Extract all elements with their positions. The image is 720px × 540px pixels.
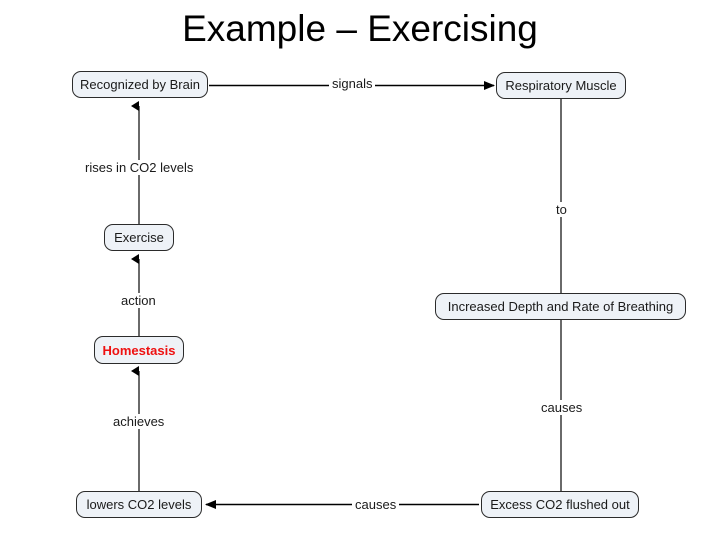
edge-label-to: to xyxy=(553,202,570,217)
node-recognized-by-brain[interactable]: Recognized by Brain xyxy=(72,71,208,98)
node-label: Homestasis xyxy=(102,342,176,358)
edge-label-causes-breathing: causes xyxy=(538,400,586,415)
edge-label-action: action xyxy=(118,293,159,308)
edge-label-signals: signals xyxy=(329,76,376,91)
edge-label-causes-lowers: causes xyxy=(352,497,400,512)
node-label: Increased Depth and Rate of Breathing xyxy=(447,299,674,314)
edge-label-rises-in-co2-levels: rises in CO2 levels xyxy=(82,160,197,175)
node-exercise[interactable]: Exercise xyxy=(104,224,174,251)
node-respiratory-muscle[interactable]: Respiratory Muscle xyxy=(496,72,626,99)
node-label: lowers CO2 levels xyxy=(86,497,192,512)
node-label: Exercise xyxy=(114,230,164,245)
node-label: Respiratory Muscle xyxy=(505,78,617,93)
node-lowers-co2-levels[interactable]: lowers CO2 levels xyxy=(76,491,202,518)
node-increased-depth-and-rate-of-breathing[interactable]: Increased Depth and Rate of Breathing xyxy=(435,293,686,320)
node-label: Recognized by Brain xyxy=(80,77,200,92)
edge-label-achieves: achieves xyxy=(110,414,168,429)
node-homestasis[interactable]: Homestasis xyxy=(94,336,184,364)
node-excess-co2-flushed-out[interactable]: Excess CO2 flushed out xyxy=(481,491,639,518)
page-title: Example – Exercising xyxy=(182,8,538,49)
node-label: Excess CO2 flushed out xyxy=(490,497,630,512)
